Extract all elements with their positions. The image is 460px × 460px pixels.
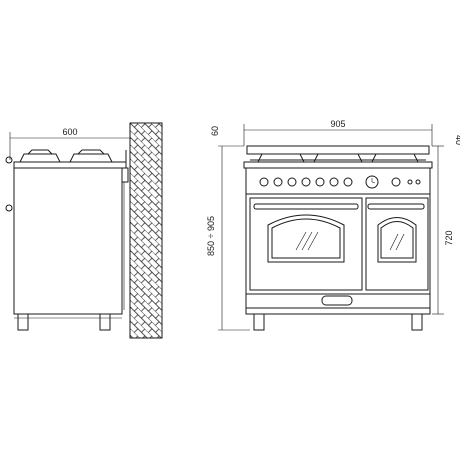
knob-row: [259, 175, 421, 189]
front-burner-1: [257, 153, 305, 163]
side-hob-top: [13, 161, 127, 169]
backguard-depth-label: 40: [454, 135, 460, 145]
total-height-label: 850 ÷ 905: [206, 216, 216, 256]
side-burner-left: [19, 153, 61, 163]
side-foot-back: [99, 313, 111, 331]
front-burner-2: [313, 153, 363, 163]
front-view: 905 60 40 850 ÷ 905 720: [206, 119, 460, 331]
knob-icon: [315, 177, 325, 187]
front-backguard: [246, 145, 430, 155]
main-oven-handle: [253, 203, 359, 210]
indicator-light-icon: [415, 179, 421, 185]
knob-icon: [343, 177, 353, 187]
side-burner-left-cap: [27, 149, 53, 155]
side-back-bracket: [121, 167, 129, 183]
side-burner-right-cap: [77, 149, 105, 155]
knob-icon: [287, 177, 297, 187]
side-knob-bottom: [5, 204, 13, 212]
glass-reflection: [389, 233, 399, 251]
front-width-label: 905: [330, 119, 345, 129]
second-oven-window-inner: [380, 221, 414, 259]
side-foot-front: [17, 313, 29, 331]
knob-icon: [259, 177, 269, 187]
second-oven-door: [365, 197, 429, 291]
glass-reflection: [301, 231, 313, 251]
front-foot-left: [253, 313, 265, 331]
main-oven-window-inner: [271, 218, 341, 259]
indicator-light-icon: [407, 179, 413, 185]
brand-logo-icon: [321, 295, 353, 306]
knob-icon: [391, 177, 401, 187]
side-view: 600: [5, 122, 163, 339]
side-burner-right: [69, 153, 113, 163]
body-height-label: 720: [444, 230, 454, 245]
clock-icon: [365, 175, 379, 189]
second-oven-window: [377, 217, 417, 263]
knob-icon: [329, 177, 339, 187]
knob-icon: [301, 177, 311, 187]
second-oven-handle: [367, 203, 425, 210]
glass-reflection: [307, 231, 319, 251]
side-depth-label: 600: [62, 127, 77, 137]
knob-icon: [273, 177, 283, 187]
side-body: [13, 167, 123, 315]
side-knob-top: [5, 156, 13, 164]
wall-hatching: [129, 122, 163, 339]
front-hob-top: [243, 161, 433, 169]
front-foot-right: [411, 313, 423, 331]
main-oven-door: [249, 197, 363, 291]
main-oven-window: [267, 214, 345, 263]
glass-reflection: [295, 231, 307, 251]
front-burner-3: [371, 153, 419, 163]
front-body: [245, 167, 431, 315]
clock-hand: [371, 181, 376, 184]
backguard-height-label: 60: [210, 126, 220, 136]
glass-reflection: [395, 233, 405, 251]
